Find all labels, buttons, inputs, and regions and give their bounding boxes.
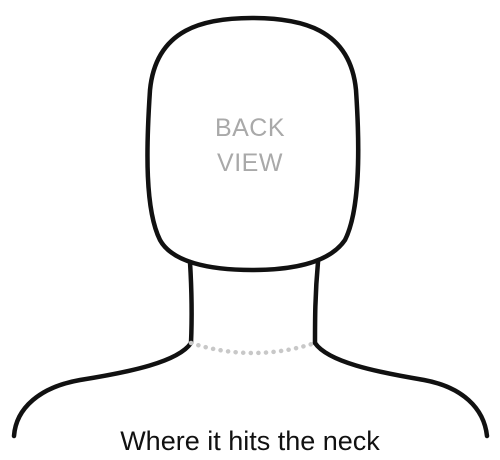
head-outline [147, 18, 358, 270]
necklace-dotted-line [191, 343, 315, 353]
view-label-line-2: VIEW [165, 149, 335, 178]
right-shoulder-outline [315, 343, 487, 436]
neck-right-outline [315, 262, 318, 343]
view-label-line-1: BACK [165, 114, 335, 143]
neck-left-outline [190, 262, 192, 343]
caption: Where it hits the neck [0, 426, 500, 457]
left-shoulder-outline [14, 343, 191, 436]
